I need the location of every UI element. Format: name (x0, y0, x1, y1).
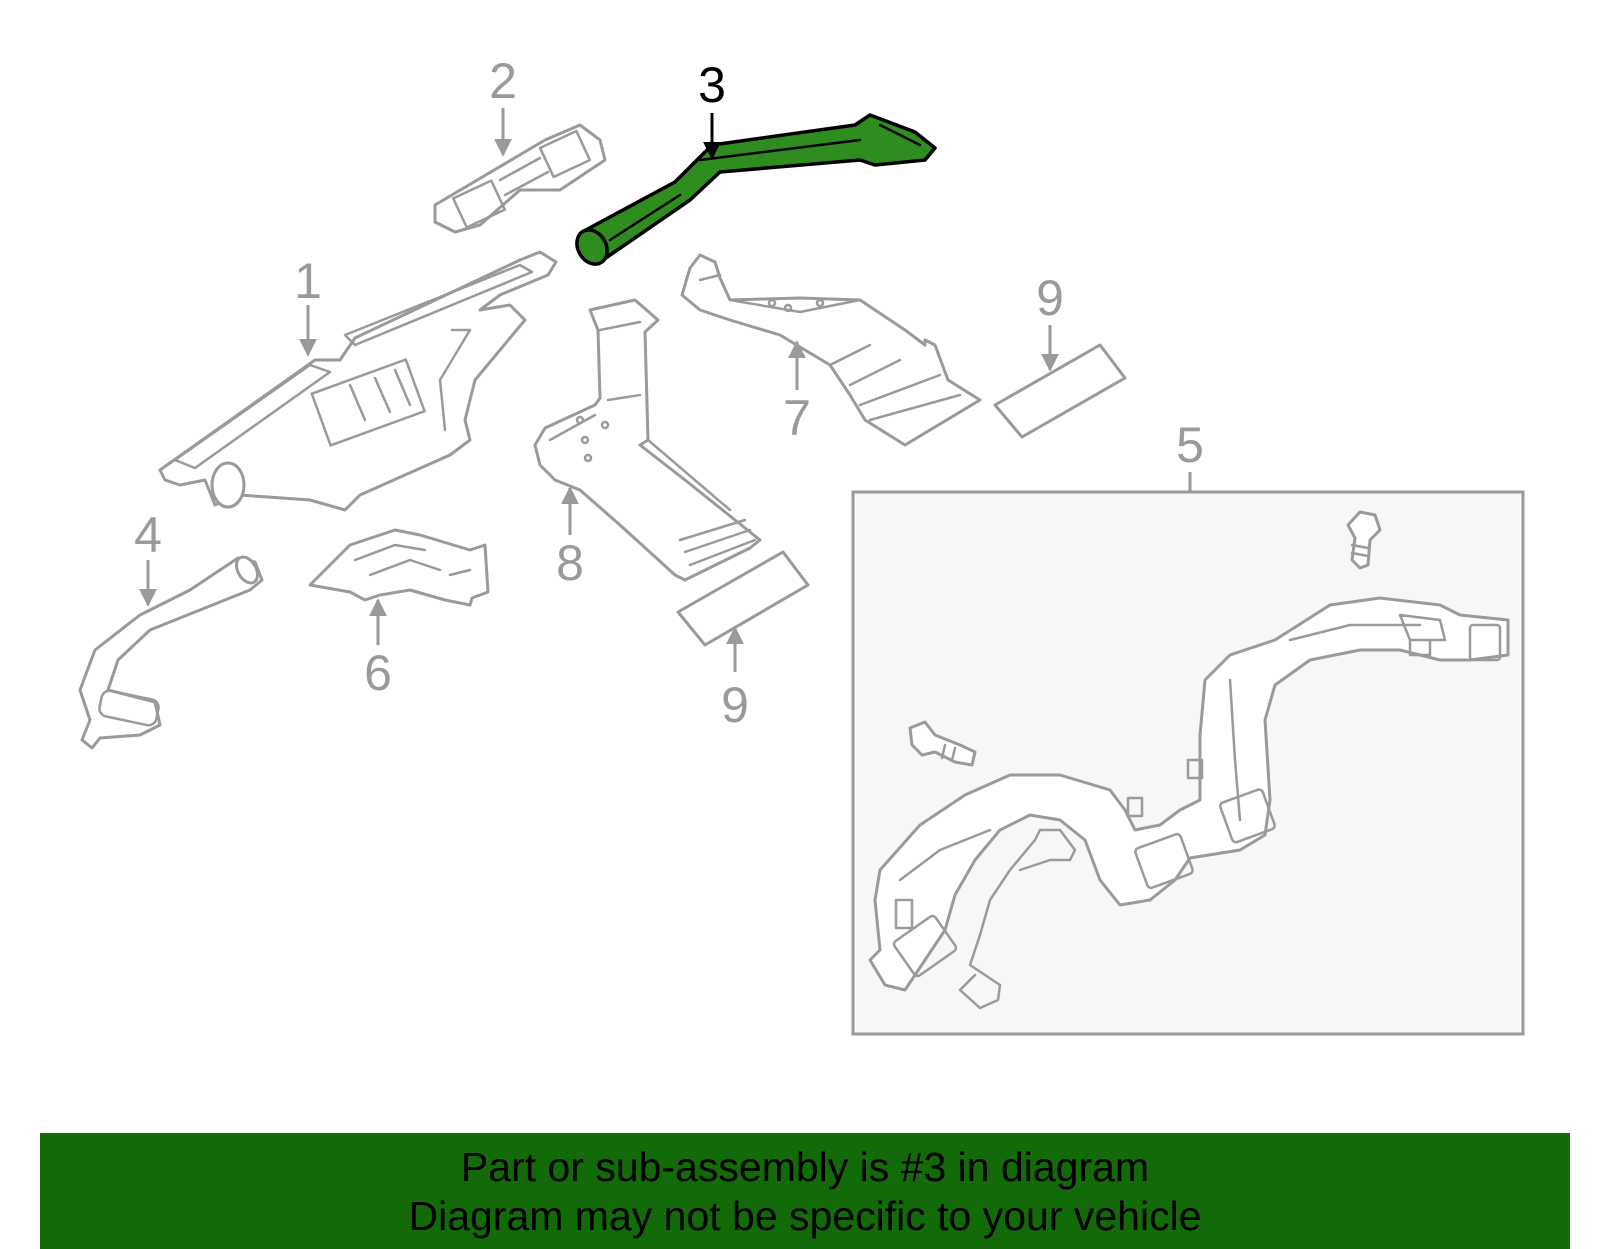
banner-line-2: Diagram may not be specific to your vehi… (408, 1193, 1202, 1239)
part-9-seal-upper[interactable] (993, 343, 1127, 439)
callout-9-upper: 9 (1036, 270, 1064, 372)
svg-text:2: 2 (489, 53, 517, 109)
part-1-center-duct[interactable] (158, 250, 558, 512)
svg-text:9: 9 (1036, 270, 1064, 326)
callout-9-lower: 9 (721, 626, 749, 733)
callout-8: 8 (556, 486, 584, 591)
callout-1: 1 (294, 253, 322, 357)
part-7-duct[interactable] (680, 253, 982, 447)
svg-text:9: 9 (721, 677, 749, 733)
callout-7: 7 (783, 340, 811, 446)
part-8-vertical-duct[interactable] (533, 298, 762, 582)
part-3-duct-highlighted[interactable] (571, 113, 937, 270)
callout-2: 2 (489, 53, 517, 157)
svg-text:5: 5 (1176, 417, 1204, 473)
svg-text:3: 3 (698, 57, 726, 113)
svg-text:1: 1 (294, 253, 322, 309)
svg-text:6: 6 (364, 645, 392, 701)
banner-line-1: Part or sub-assembly is #3 in diagram (460, 1144, 1150, 1190)
callout-5: 5 (1176, 417, 1204, 492)
part-6-small-duct[interactable] (308, 528, 490, 607)
part-5-inset-box[interactable] (851, 490, 1525, 1036)
callout-6: 6 (364, 598, 392, 701)
callout-3: 3 (698, 57, 726, 160)
part-4-side-duct[interactable] (78, 553, 264, 750)
part-2-vent-duct[interactable] (433, 123, 607, 234)
part-9-seal-lower[interactable] (676, 550, 810, 647)
callout-4: 4 (134, 507, 162, 607)
bolt-icon (908, 720, 977, 767)
svg-text:8: 8 (556, 535, 584, 591)
svg-text:4: 4 (134, 507, 162, 563)
svg-text:7: 7 (783, 390, 811, 446)
bolt-icon (1346, 510, 1382, 570)
info-banner: Part or sub-assembly is #3 in diagram Di… (40, 1133, 1570, 1249)
